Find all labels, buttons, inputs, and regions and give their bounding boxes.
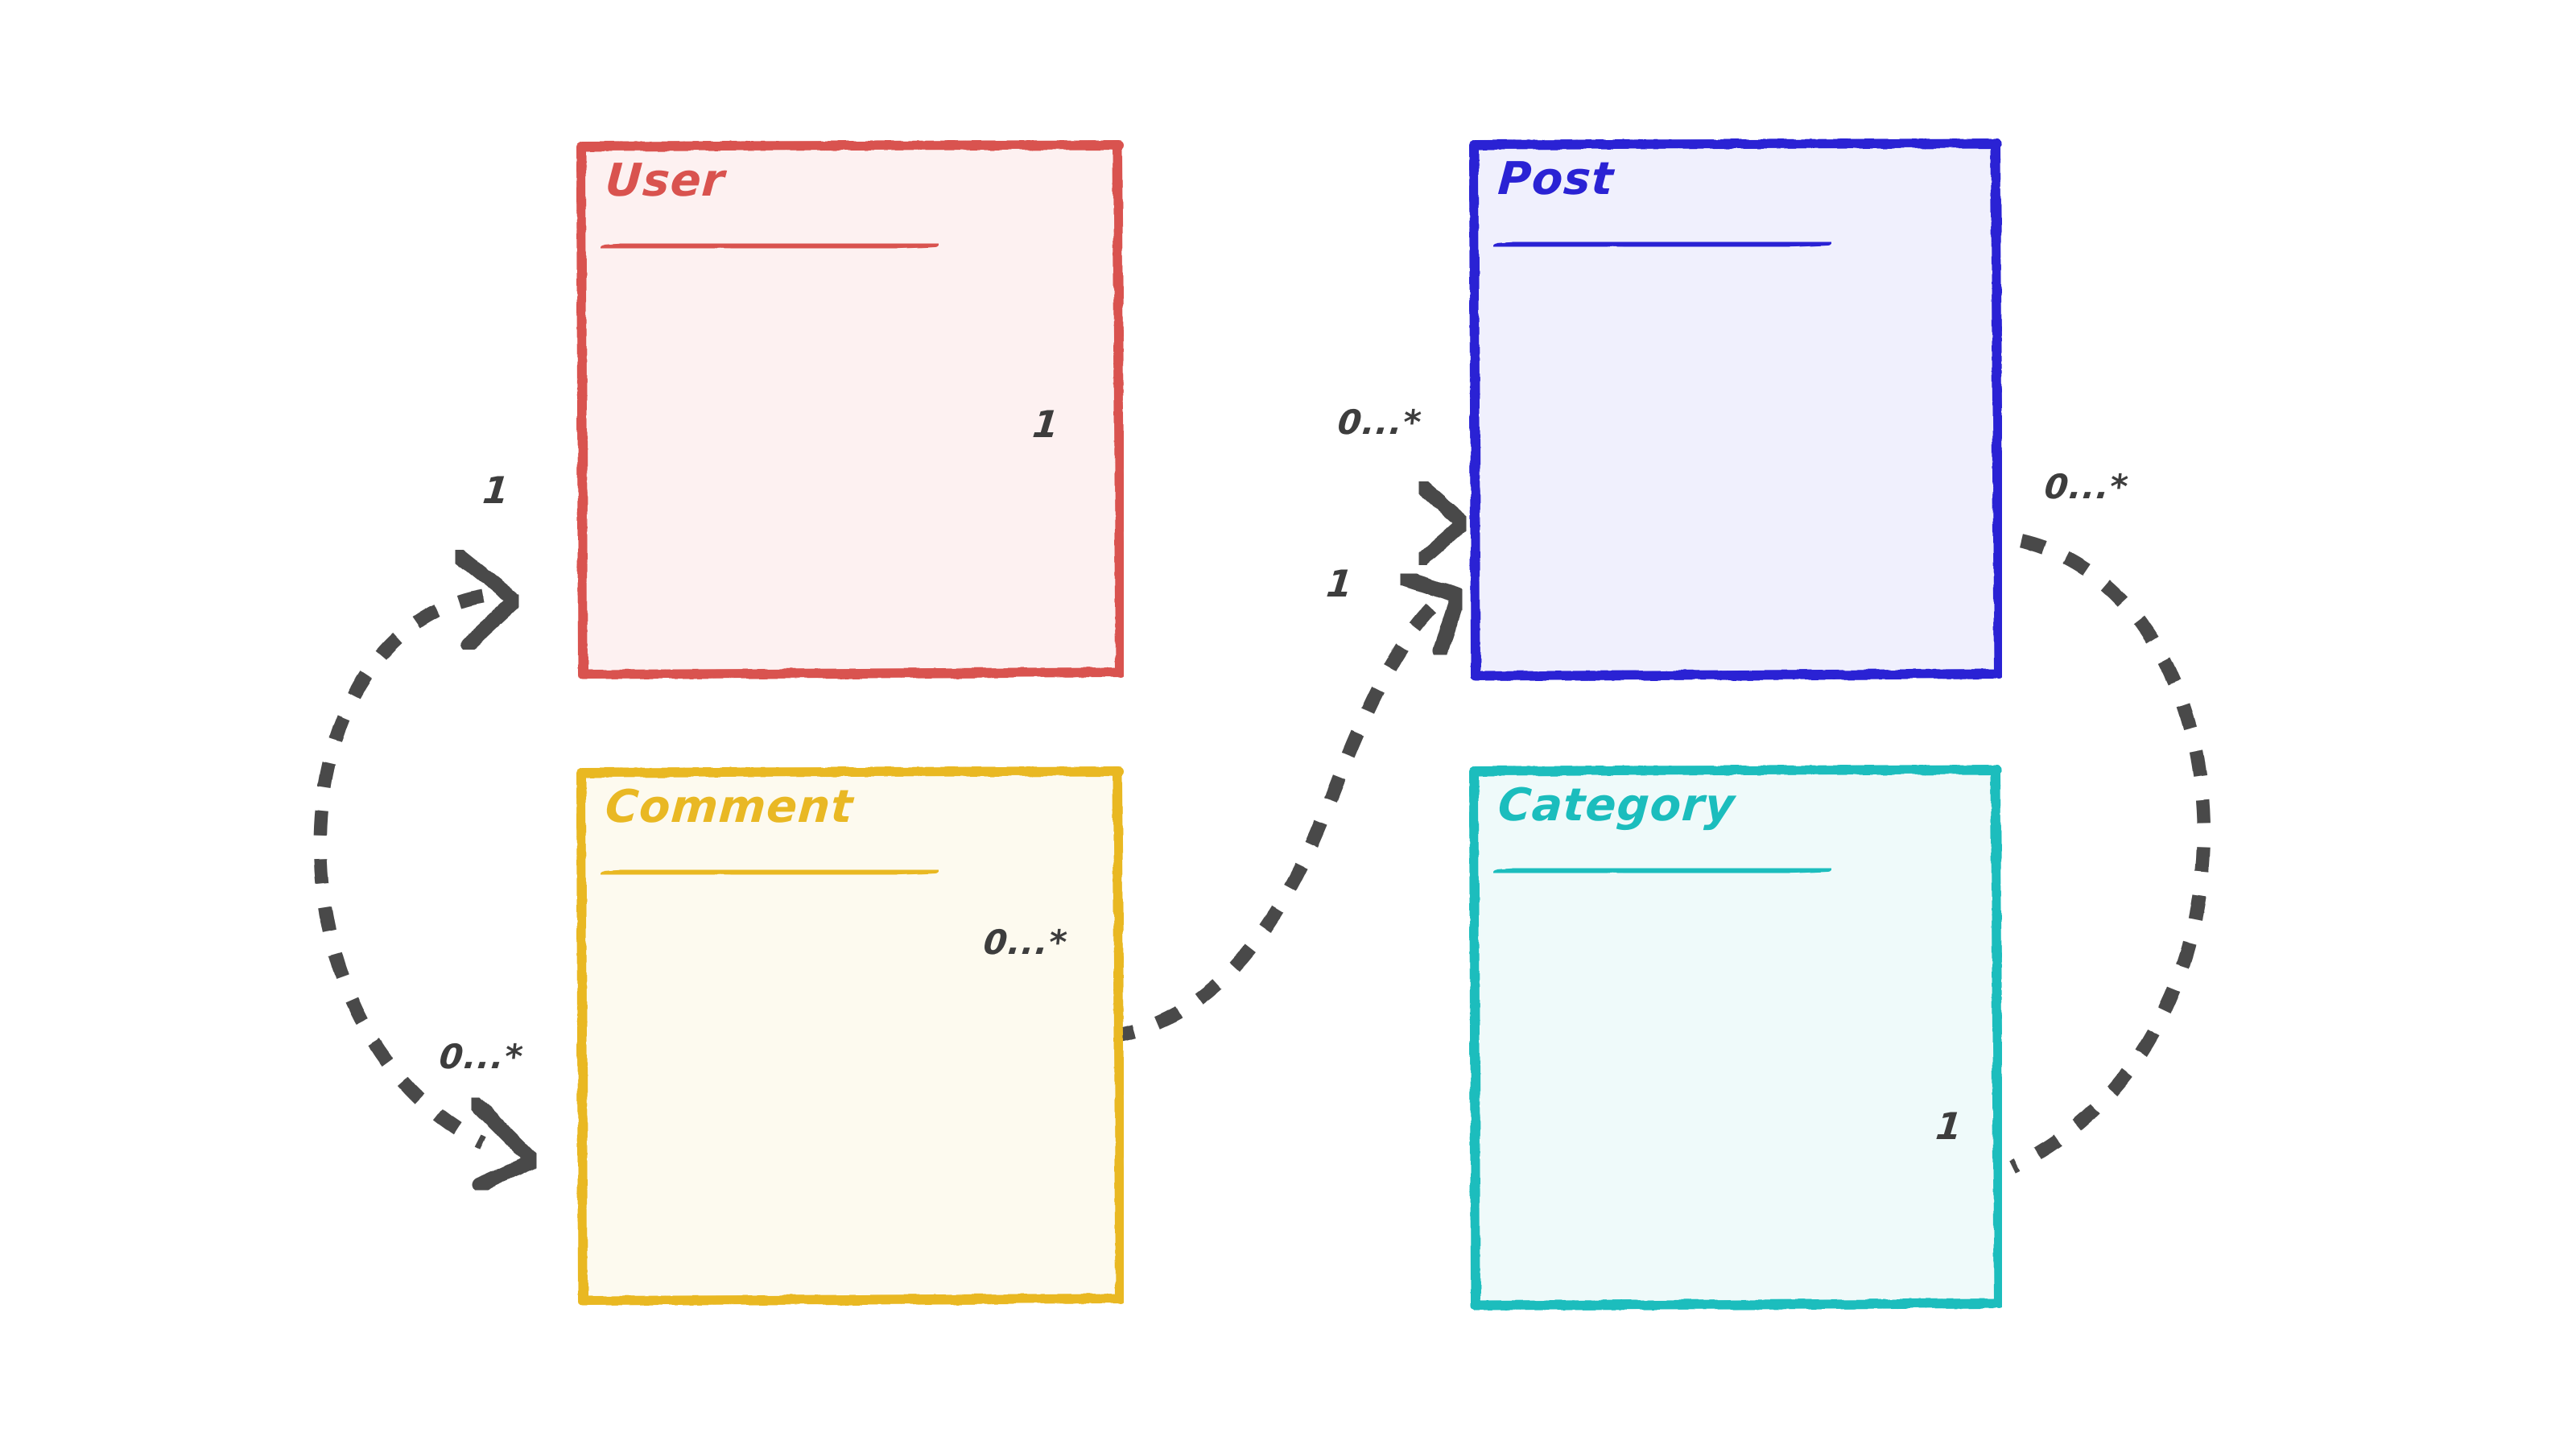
multiplicity-post-comment-top: 1 <box>1324 562 1356 605</box>
multiplicity-post-category-top: 0...* <box>2042 467 2131 506</box>
multiplicity-user-comment-top: 1 <box>481 469 512 512</box>
edge-user-comment[interactable] <box>313 547 541 1193</box>
comment-box-shape <box>576 766 1124 1306</box>
multiplicity-user-post-left: 1 <box>1030 402 1062 446</box>
category-entity-title: Category <box>1496 779 1737 832</box>
comment-title-underline <box>601 866 939 878</box>
multiplicity-post-category-bottom: 1 <box>1934 1104 1965 1148</box>
post-title-underline <box>1493 238 1831 250</box>
multiplicity-post-comment-bottom: 0...* <box>981 923 1070 962</box>
user-title-underline <box>601 240 939 252</box>
user-entity-title: User <box>603 155 727 207</box>
multiplicity-user-comment-bottom: 0...* <box>437 1037 526 1076</box>
entity-post[interactable]: Post <box>1469 138 2002 681</box>
category-box-shape <box>1469 765 2002 1311</box>
entity-user[interactable]: User <box>576 140 1124 679</box>
entity-comment[interactable]: Comment <box>576 766 1124 1306</box>
post-box-shape <box>1469 138 2002 681</box>
entity-category[interactable]: Category <box>1469 765 2002 1311</box>
comment-entity-title: Comment <box>603 781 856 833</box>
category-title-underline <box>1493 865 1831 877</box>
multiplicity-user-post-right: 0...* <box>1335 402 1424 442</box>
user-box-shape <box>576 140 1124 679</box>
post-entity-title: Post <box>1496 153 1616 205</box>
